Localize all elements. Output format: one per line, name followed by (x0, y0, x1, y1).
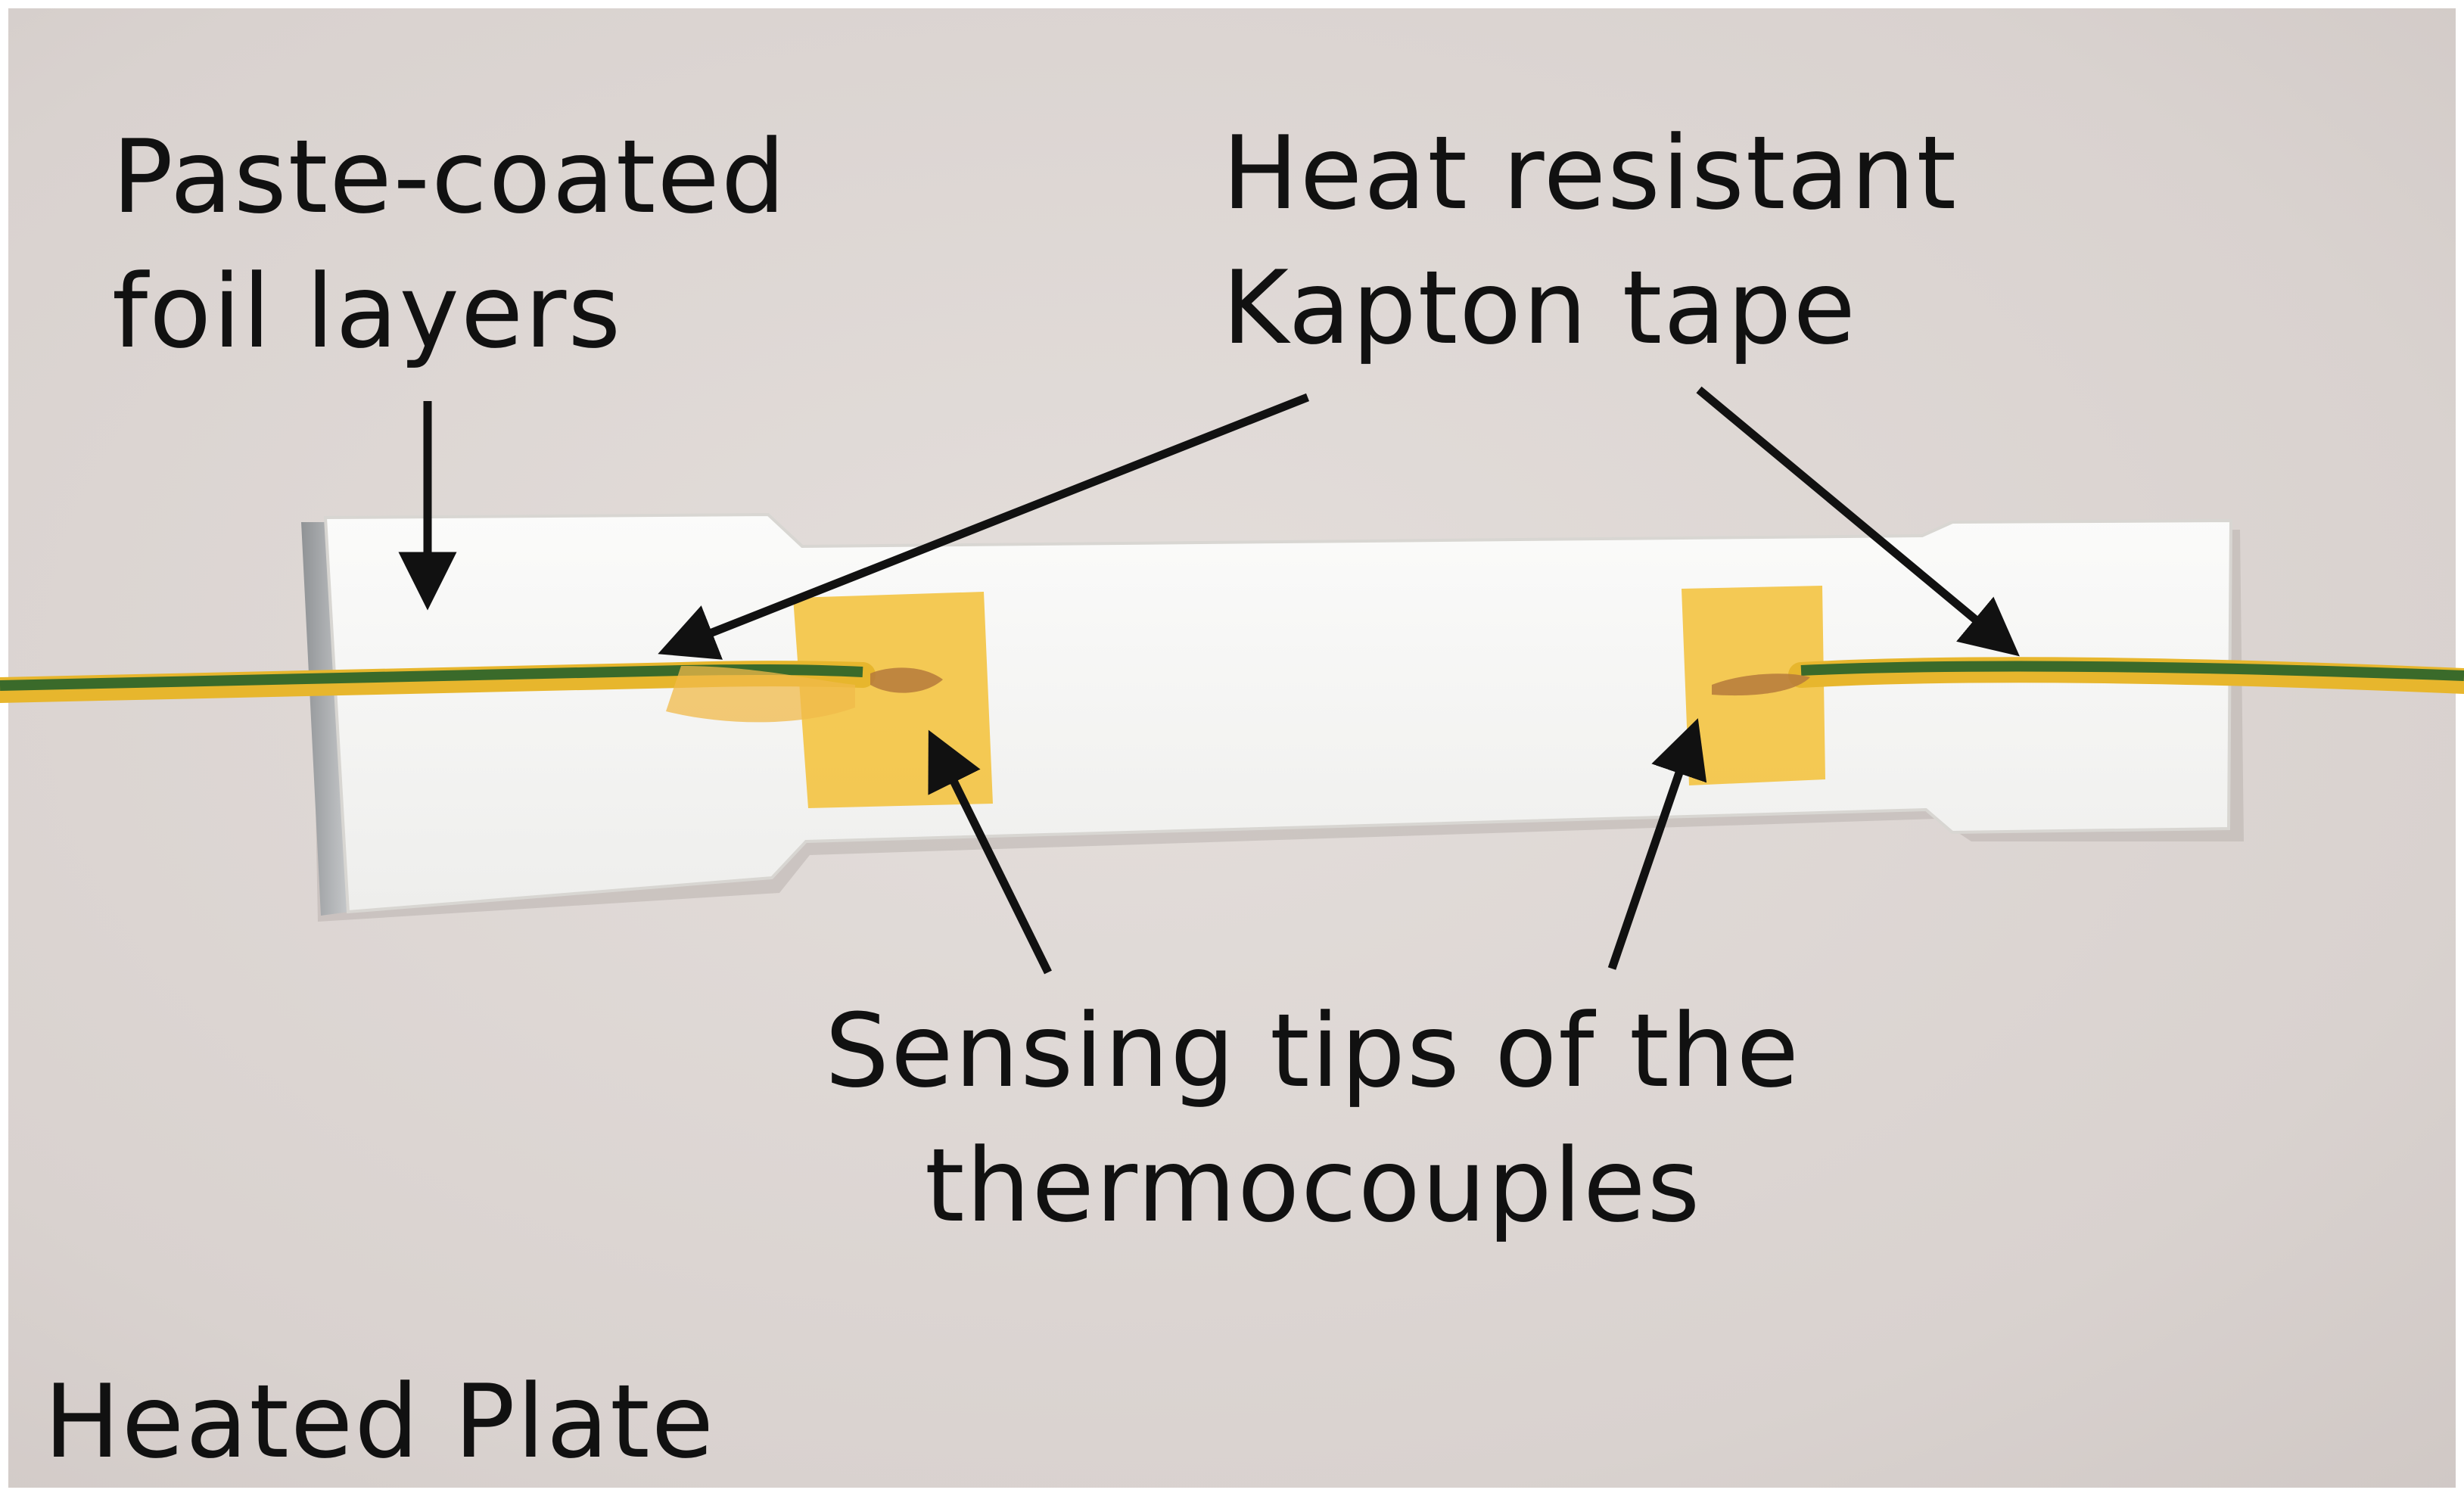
arrow-sensing-right (1607, 718, 1707, 970)
arrow-kapton-left (658, 393, 1310, 660)
label-sensing-line-1: Sensing tips of the (825, 992, 1800, 1110)
foil-edge (301, 522, 350, 916)
label-paste-coated-foil-layers: Paste-coated foil layers (112, 110, 787, 379)
label-paste-coated-line-1: Paste-coated (112, 118, 787, 236)
sensing-tip-right (1712, 673, 1810, 696)
label-kapton-line-1: Heat resistant (1222, 114, 1958, 232)
thermocouple-sheath-left (666, 666, 855, 723)
label-sensing-line-2: thermocouples (925, 1127, 1702, 1246)
arrow-kapton-right (1696, 386, 2020, 657)
label-kapton-line-2: Kapton tape (1222, 249, 1857, 368)
label-kapton-tape: Heat resistant Kapton tape (1222, 106, 1958, 375)
sensing-tip-left (870, 667, 943, 693)
label-paste-coated-line-2: foil layers (112, 253, 623, 372)
arrow-sensing-left (928, 729, 1052, 975)
label-heated-plate: Heated Plate (44, 1363, 716, 1481)
label-sensing-tips: Sensing tips of the thermocouples (825, 984, 1800, 1253)
thermocouple-wire-left-core (0, 664, 863, 691)
thermocouple-wire-right-core (1800, 661, 2464, 681)
